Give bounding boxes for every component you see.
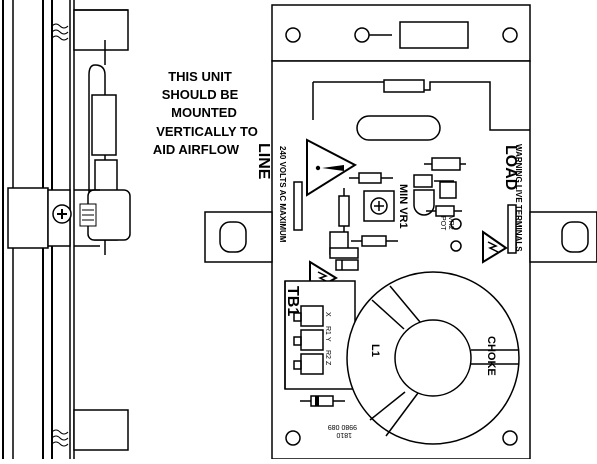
label-part-no-1: 9980 089 xyxy=(328,423,357,430)
label-tb-y: Y xyxy=(324,337,331,342)
label-line: LINE xyxy=(255,143,272,180)
label-load: LOAD xyxy=(502,145,519,190)
label-vr2: VR2 xyxy=(447,216,454,230)
screw-bottom xyxy=(51,429,69,447)
label-part-no-2: 1810 xyxy=(336,431,352,438)
label-l1: L1 xyxy=(369,344,381,357)
choke-toroid xyxy=(346,271,520,445)
note-line-2: SHOULD BE xyxy=(162,87,239,102)
label-tb-r2: R2 xyxy=(324,350,331,359)
board-labels: LINE 240 VOLTS AC MAXIMUM LOAD WARNING L… xyxy=(255,143,523,438)
label-line-rating: 240 VOLTS AC MAXIMUM xyxy=(278,146,287,243)
screw-top xyxy=(51,23,69,41)
note-line-1: THIS UNIT xyxy=(168,69,232,84)
label-load-warning: WARNING LIVE TERMINALS xyxy=(514,144,523,252)
label-tb-z: Z xyxy=(324,361,331,366)
label-tb1: TB1 xyxy=(284,286,301,316)
note-line-3: MOUNTED xyxy=(171,105,237,120)
label-min-vr1: MIN VR1 xyxy=(397,184,409,229)
mounting-note: THIS UNIT SHOULD BE MOUNTED VERTICALLY T… xyxy=(153,69,258,157)
side-view xyxy=(2,0,131,459)
label-tb-x: X xyxy=(324,312,331,317)
front-view xyxy=(204,4,597,460)
note-line-4: VERTICALLY TO xyxy=(156,124,258,139)
note-line-5: AID AIRFLOW xyxy=(153,142,240,157)
label-tb-r1: R1 xyxy=(324,326,331,335)
label-pot: POT xyxy=(439,216,446,231)
label-choke: CHOKE xyxy=(485,336,497,376)
